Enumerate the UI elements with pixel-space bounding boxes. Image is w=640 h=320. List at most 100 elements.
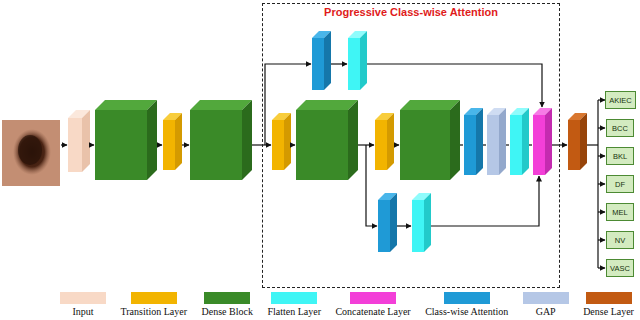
dense-block <box>400 100 460 180</box>
input-block <box>68 118 82 172</box>
class-output-box: AKIEC <box>605 91 636 109</box>
transition-layer <box>375 113 394 170</box>
legend-item: Dense Block <box>202 292 253 318</box>
flow-arrow <box>394 144 399 145</box>
input-block <box>82 110 90 172</box>
flow-arrow <box>61 64 605 268</box>
class-label: MEL <box>612 208 627 217</box>
dense-block <box>242 100 252 180</box>
transition-layer <box>284 113 291 170</box>
dense-layer <box>568 113 587 170</box>
legend-item: GAP <box>523 292 569 318</box>
legend-item: Class-wise Attention <box>425 292 508 318</box>
flatten-layer <box>510 108 529 175</box>
class-output-box: VASC <box>606 259 634 277</box>
legend-text: Input <box>72 305 93 318</box>
class-wise-attention <box>464 115 476 175</box>
transition-layer <box>163 120 175 170</box>
flow-arrow <box>598 239 605 240</box>
flow-arrow <box>598 267 605 268</box>
dense-block <box>400 110 450 180</box>
flatten-layer <box>424 193 431 252</box>
flow-arrow <box>157 144 162 145</box>
flow-arrow <box>598 211 605 212</box>
transition-layer <box>163 113 182 170</box>
concatenate-layer <box>533 115 545 175</box>
class-label: NV <box>615 236 625 245</box>
flatten-layer <box>348 38 360 90</box>
legend-item: Concatenate Layer <box>335 292 410 318</box>
class-wise-attention <box>476 108 483 175</box>
dense-block <box>400 100 460 110</box>
legend-item: Dense Layer <box>583 292 634 318</box>
flow-arrow <box>506 144 509 145</box>
class-label: VASC <box>610 264 630 273</box>
skin-lesion-image <box>2 120 60 186</box>
legend-swatch <box>444 292 490 304</box>
legend-swatch <box>131 292 177 304</box>
legend-swatch <box>271 292 317 304</box>
flow-arrow <box>397 225 411 226</box>
legend-text: Concatenate Layer <box>335 305 410 318</box>
class-wise-attention <box>464 108 483 175</box>
flow-arrow <box>61 144 67 145</box>
legend-text: Transition Layer <box>120 305 187 318</box>
legend-swatch <box>523 292 569 304</box>
skin-lesion-image <box>2 120 60 186</box>
flow-arrow <box>587 144 598 145</box>
legend-swatch <box>204 292 250 304</box>
class-wise-attention <box>378 193 397 252</box>
dense-block <box>296 110 348 180</box>
dense-block <box>296 100 358 110</box>
legend-swatch <box>60 292 106 304</box>
region-title: Progressive Class-wise Attention <box>263 5 559 19</box>
legend-text: Dense Block <box>202 305 253 318</box>
class-output-box: DF <box>606 175 634 193</box>
legend-text: GAP <box>536 305 556 318</box>
flow-arrow <box>598 183 605 184</box>
flatten-layer <box>360 31 367 90</box>
class-wise-attention <box>324 31 331 90</box>
dense-layer <box>568 120 580 170</box>
concatenate-layer <box>533 108 552 175</box>
dense-block <box>450 100 460 180</box>
dense-block <box>95 100 157 180</box>
class-output-box: NV <box>606 231 634 249</box>
class-wise-attention <box>312 31 331 90</box>
legend-item: Transition Layer <box>120 292 187 318</box>
flow-arrow <box>366 145 377 226</box>
skin-lesion-image <box>18 135 42 165</box>
legend-text: Dense Layer <box>583 305 634 318</box>
dense-block <box>95 110 147 180</box>
dense-block <box>95 100 157 110</box>
flatten-layer <box>348 31 367 90</box>
transition-layer <box>272 120 284 170</box>
attention-region: Progressive Class-wise Attention <box>262 3 560 288</box>
legend-item: Input <box>60 292 106 318</box>
input-block <box>68 110 90 172</box>
skin-lesion-image <box>2 120 60 186</box>
flow-arrow <box>598 127 605 128</box>
class-wise-attention <box>378 200 390 252</box>
flow-arrow <box>529 144 532 145</box>
flow-arrow <box>460 144 463 145</box>
legend-item: Flatten Layer <box>267 292 321 318</box>
class-output-box: MEL <box>606 203 634 221</box>
legend-text: Flatten Layer <box>267 305 321 318</box>
transition-layer <box>175 113 182 170</box>
class-output-box: BCC <box>606 119 634 137</box>
dense-block <box>190 100 252 110</box>
transition-layer <box>375 120 387 170</box>
class-label: BCC <box>612 124 628 133</box>
flow-arrow <box>265 64 311 145</box>
flatten-layer <box>412 200 424 252</box>
gap-layer <box>499 108 506 175</box>
gap-layer <box>487 108 506 175</box>
flatten-layer <box>412 193 431 252</box>
legend-swatch <box>350 292 396 304</box>
transition-layer <box>387 113 394 170</box>
flow-arrow <box>291 144 295 145</box>
flow-arrow <box>483 144 486 145</box>
